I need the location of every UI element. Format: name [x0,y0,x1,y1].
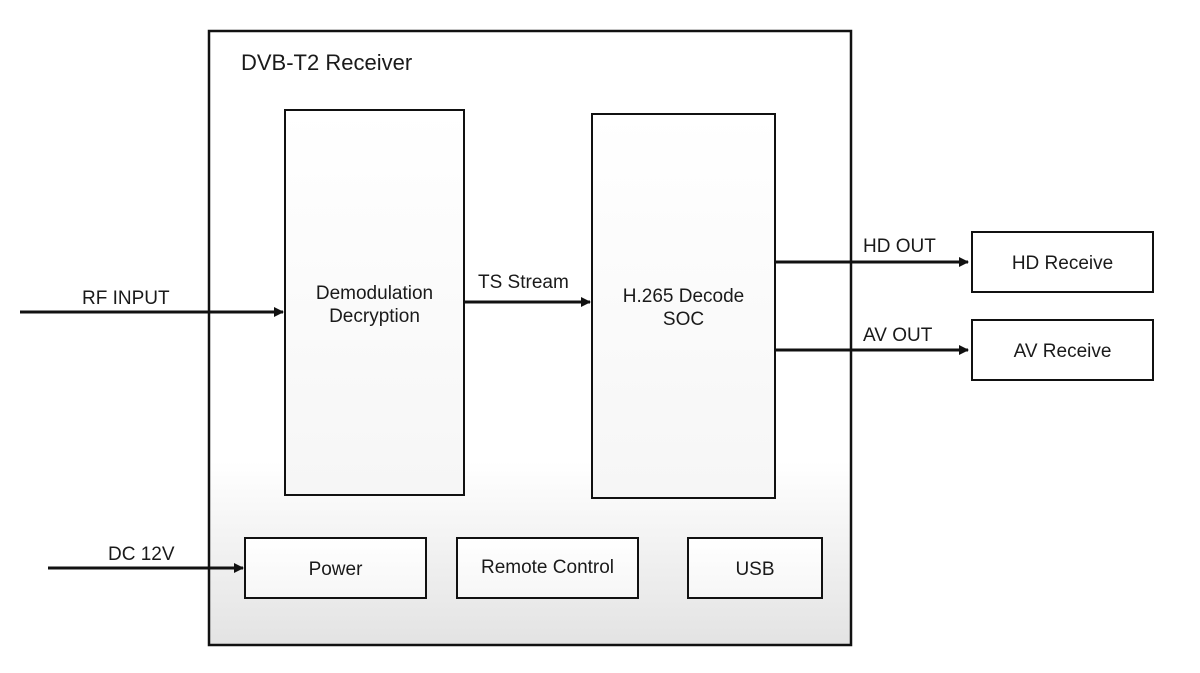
hd-out-arrow: HD OUT [775,236,969,267]
dc-input-arrow: DC 12V [48,544,244,573]
av-receive-block: AV Receive [971,319,1154,381]
av-out-arrow: AV OUT [775,325,969,355]
decode-label-line2: SOC [663,309,704,330]
remote-control-label: Remote Control [481,557,614,578]
hd-out-label: HD OUT [863,236,936,257]
usb-label: USB [735,559,774,580]
remote-control-block: Remote Control [456,537,639,599]
demod-label-line2: Decryption [329,306,420,327]
hd-receive-label: HD Receive [1012,253,1113,274]
rf-input-arrow: RF INPUT [20,288,284,317]
rf-input-label: RF INPUT [82,288,170,309]
panel-title: DVB-T2 Receiver [241,50,412,75]
dc-12v-label: DC 12V [108,544,175,565]
ts-stream-arrow: TS Stream [464,272,591,307]
av-receive-label: AV Receive [1014,341,1112,362]
power-label: Power [309,559,364,580]
demodulation-block: Demodulation Decryption [284,109,465,496]
ts-stream-label: TS Stream [478,272,569,293]
av-out-label: AV OUT [863,325,933,346]
hd-receive-block: HD Receive [971,231,1154,293]
decode-label-line1: H.265 Decode [623,286,744,307]
usb-block: USB [687,537,823,599]
power-block: Power [244,537,427,599]
decode-soc-block: H.265 Decode SOC [591,113,776,499]
demod-label-line1: Demodulation [316,283,433,304]
